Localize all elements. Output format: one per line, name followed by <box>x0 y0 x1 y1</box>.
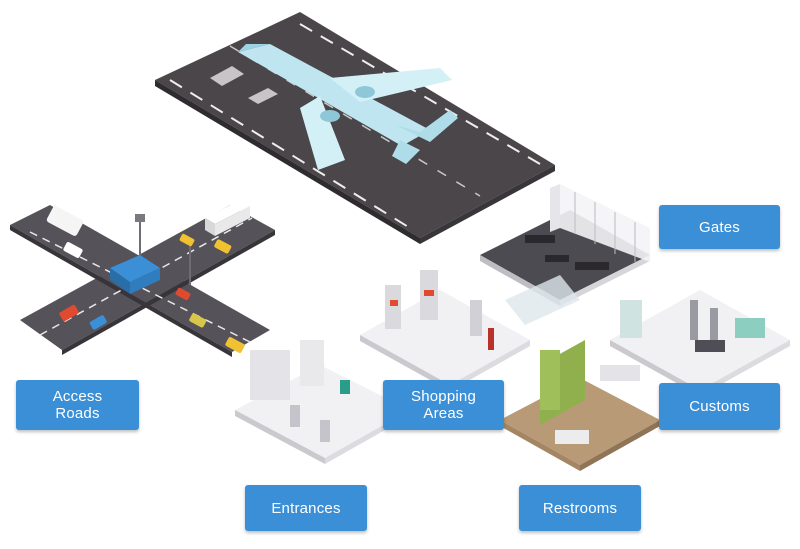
shopping-room <box>360 270 530 391</box>
customs-label: Customs <box>659 383 780 430</box>
access-roads-label: Access Roads <box>16 380 139 430</box>
car-icon <box>46 206 245 353</box>
restrooms-room <box>500 340 660 471</box>
restrooms-label: Restrooms <box>519 485 641 531</box>
customs-room <box>610 290 790 396</box>
shopping-areas-label: Shopping Areas <box>383 380 504 430</box>
bus-icon <box>110 255 160 294</box>
walkway <box>505 275 580 325</box>
truck-icon <box>205 200 250 236</box>
airplane-icon <box>238 44 458 170</box>
runway <box>155 12 555 244</box>
gates-label: Gates <box>659 205 780 249</box>
entrances-label: Entrances <box>245 485 367 531</box>
